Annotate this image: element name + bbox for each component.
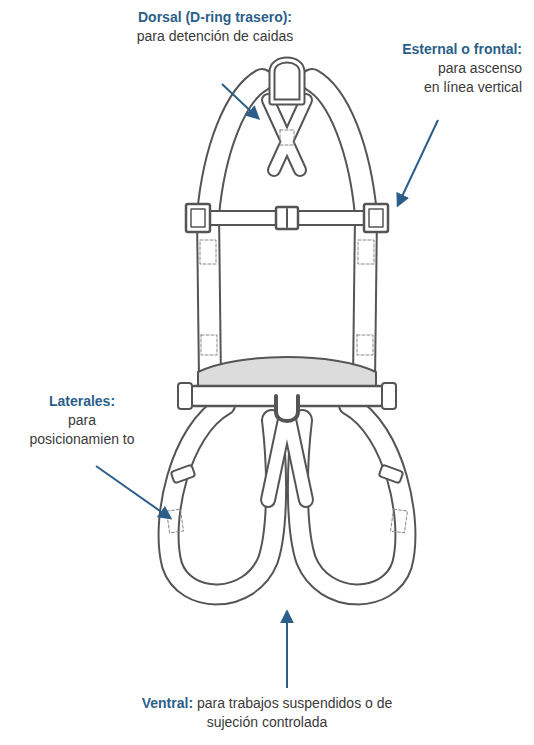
d-ring bbox=[272, 60, 302, 102]
callout-text: para ascenso en línea vertical bbox=[419, 59, 522, 97]
callout-heading: Esternal o frontal: bbox=[330, 40, 522, 59]
shoulder-strap bbox=[208, 80, 366, 380]
callout-heading: Dorsal (D-ring trasero): bbox=[95, 8, 335, 27]
leader-arrow bbox=[96, 84, 438, 688]
callout-heading: Ventral: bbox=[142, 695, 193, 711]
callout-group: Ventral: para trabajos suspendidos o de … bbox=[132, 694, 402, 732]
chest-strap bbox=[195, 210, 380, 226]
leg-loop bbox=[169, 405, 406, 594]
callout-text: para trabajos suspendidos o de sujeción … bbox=[197, 695, 392, 730]
chest-buckle bbox=[276, 207, 298, 229]
stitching bbox=[167, 130, 408, 533]
ventral-ring bbox=[276, 396, 298, 421]
callout-heading: Laterales: bbox=[12, 392, 152, 411]
callout-text: para detención de caidas bbox=[95, 27, 335, 46]
callout-text: para posicionamien to bbox=[24, 411, 140, 449]
